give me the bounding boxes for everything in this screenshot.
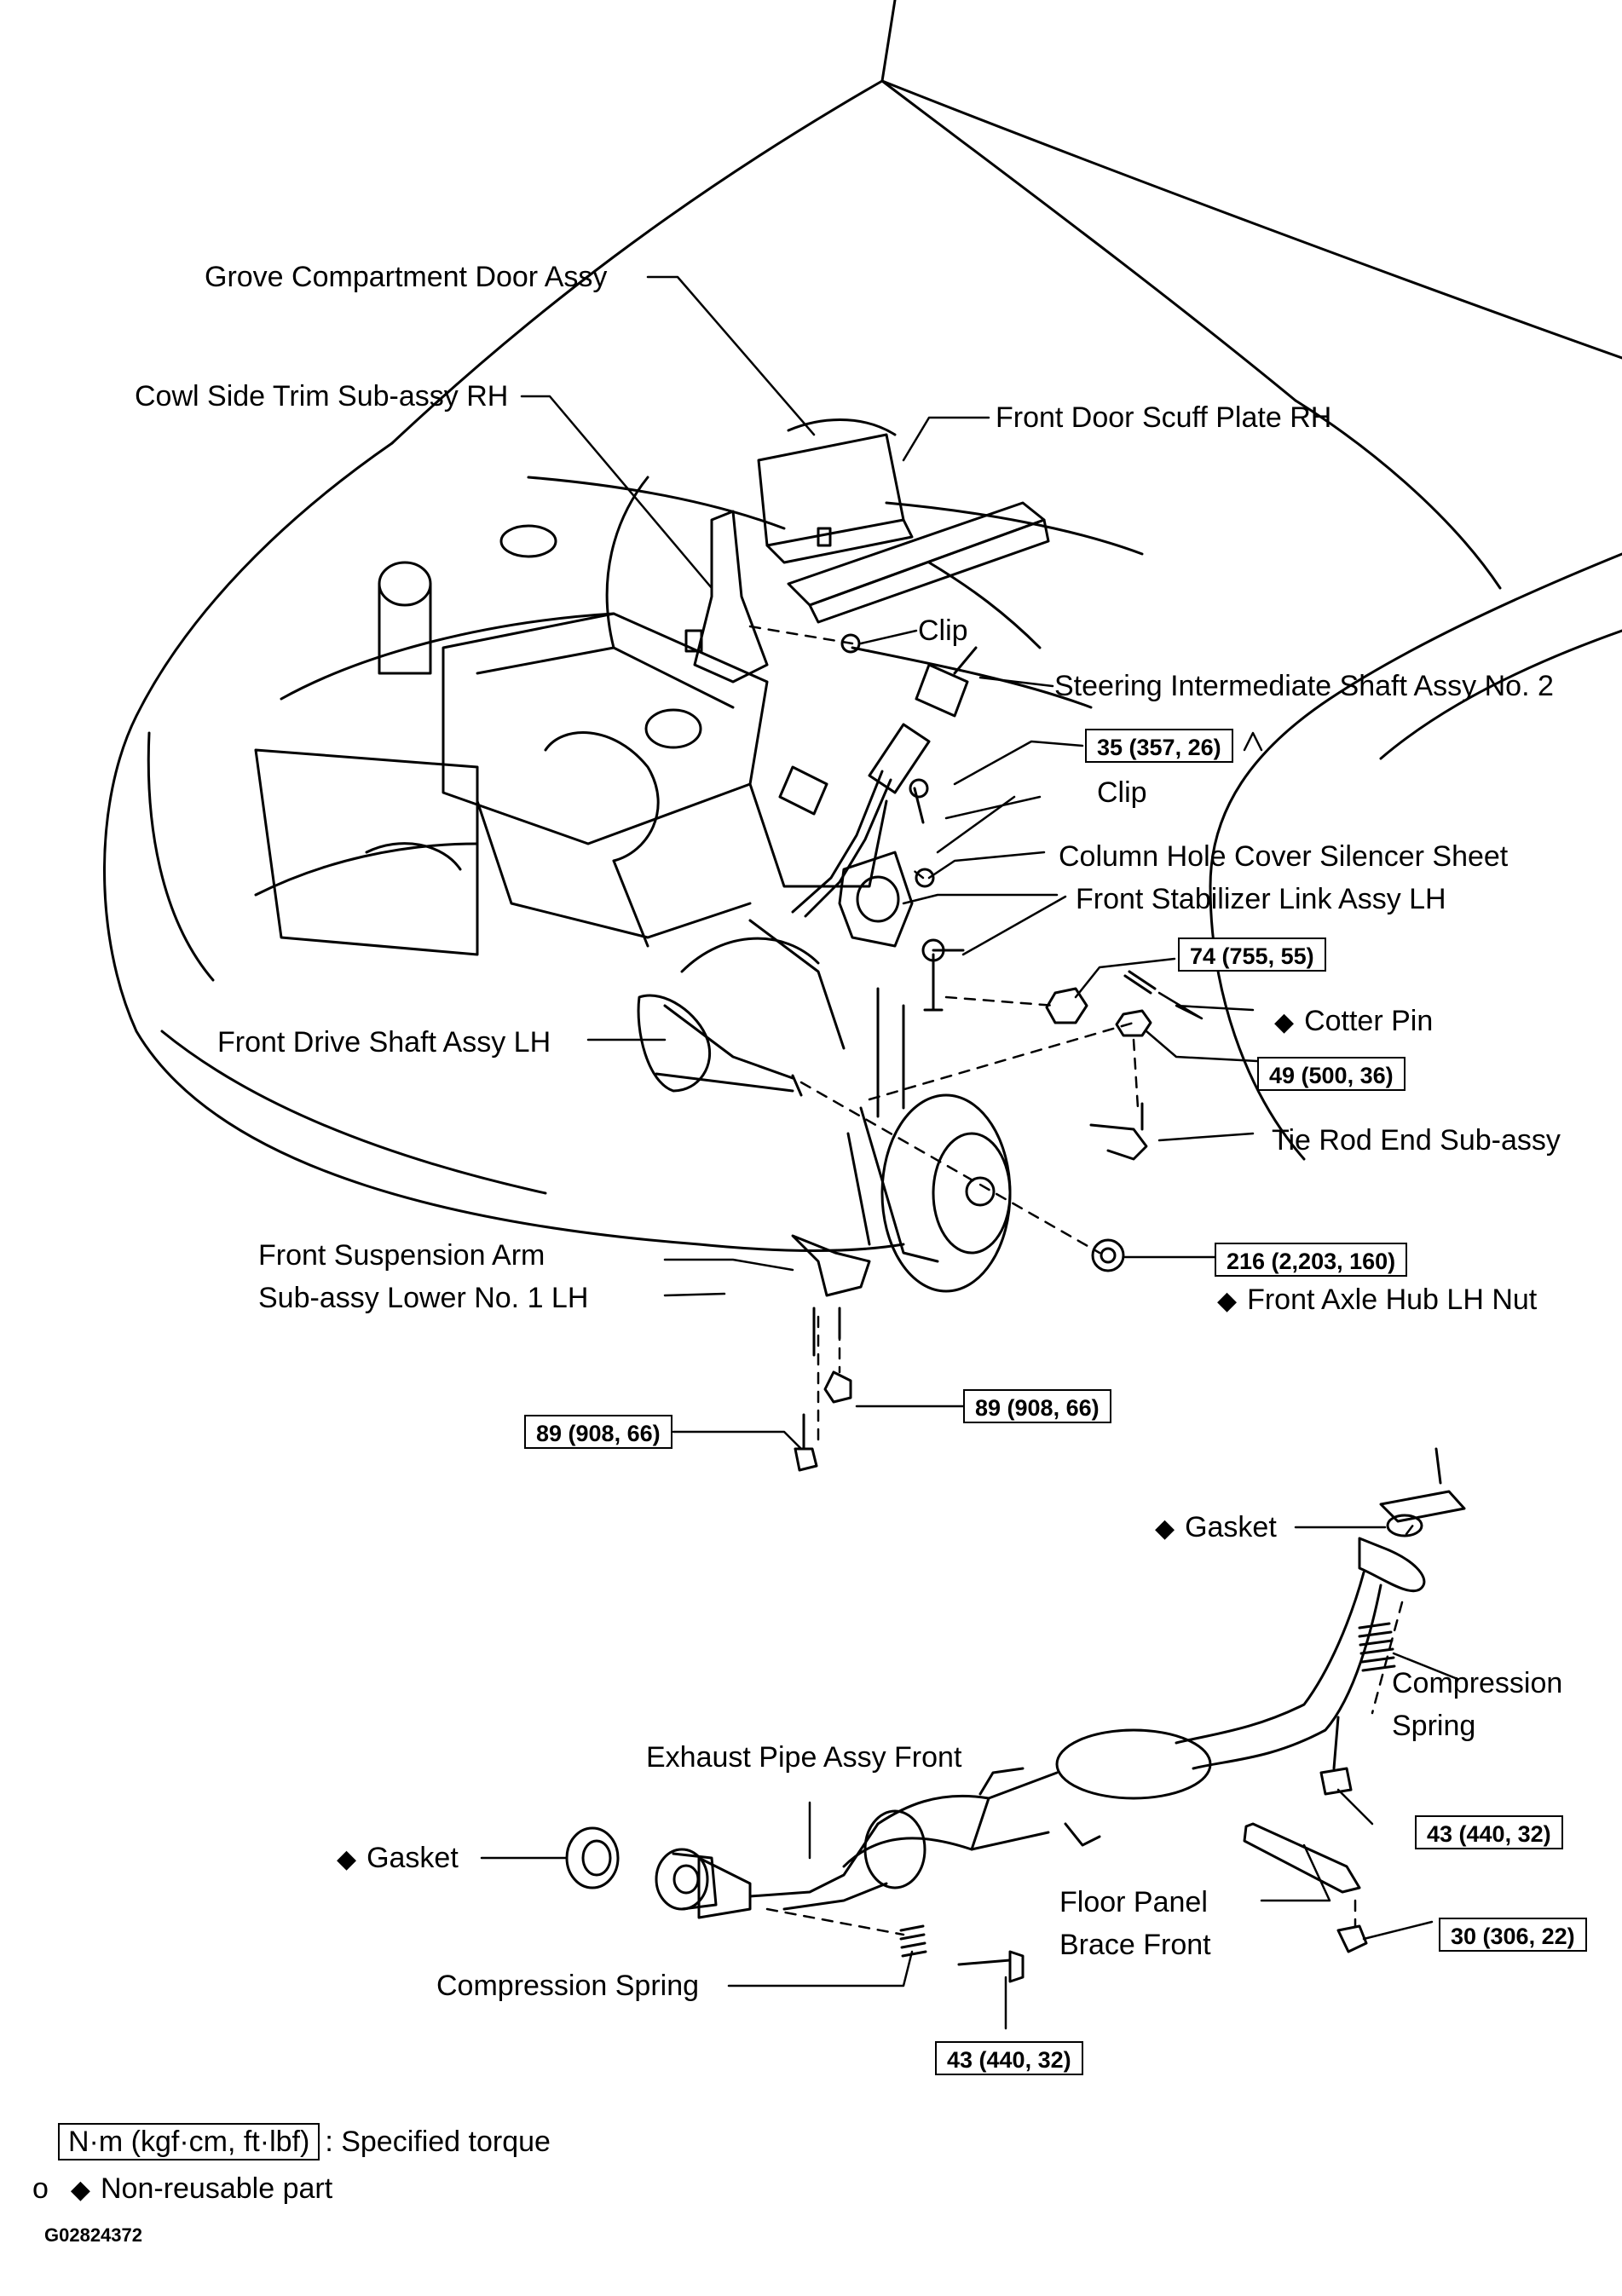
torque-tie-rod-end: 49 (500, 36)	[1257, 1057, 1406, 1091]
stabilizer-link-drawing	[921, 938, 965, 1012]
scuff-plate-drawing	[787, 501, 1050, 624]
label-floor-panel-brace-line2: Brace Front	[1059, 1929, 1211, 1961]
label-tie-rod-end: Tie Rod End Sub-assy	[1272, 1124, 1561, 1157]
torque-arm-nut: 89 (908, 66)	[963, 1389, 1111, 1423]
label-steering-intermediate-shaft: Steering Intermediate Shaft Assy No. 2	[1054, 670, 1554, 702]
steering-intermediate-shaft-drawing	[778, 646, 978, 918]
floor-brace-drawing	[1243, 1822, 1368, 1953]
legend-torque-unit: N·m (kgf·cm, ft·lbf): Specified torque	[58, 2122, 551, 2161]
legend-non-reusable: o ◆ Non-reusable part	[32, 2169, 332, 2210]
non-reusable-mark: ◆	[1217, 1287, 1238, 1315]
nuts-and-pin-drawing	[1045, 970, 1157, 1037]
exhaust-pipe-drawing	[655, 1537, 1426, 1919]
cotter-pin-text: Cotter Pin	[1304, 1005, 1434, 1037]
label-clip-upper: Clip	[918, 614, 968, 647]
label-column-hole-cover: Column Hole Cover Silencer Sheet	[1059, 840, 1509, 873]
vehicle-body-outline	[103, 0, 1622, 1252]
torque-axle-hub-nut: 216 (2,203, 160)	[1215, 1243, 1408, 1277]
label-gasket-upper: ◆ Gasket	[1155, 1510, 1277, 1546]
label-cotter-pin: ◆ Cotter Pin	[1274, 1004, 1433, 1040]
label-compression-spring-upper-line2: Spring	[1392, 1710, 1476, 1742]
gasket-upper-text: Gasket	[1185, 1511, 1277, 1543]
axle-nut-text: Front Axle Hub LH Nut	[1247, 1284, 1538, 1316]
glove-compartment-door-drawing	[757, 418, 914, 564]
non-reusable-mark: ◆	[337, 1845, 357, 1873]
compression-springs-drawing	[899, 1622, 1396, 1958]
legend-unit-box: N·m (kgf·cm, ft·lbf)	[58, 2123, 320, 2160]
non-reusable-mark: ◆	[1155, 1514, 1175, 1543]
label-compression-spring-lower: Compression Spring	[436, 1970, 700, 2002]
clip-drawings	[840, 633, 935, 888]
assembly-dashed-lines	[748, 625, 1421, 1936]
label-gasket-lower: ◆ Gasket	[337, 1841, 459, 1877]
label-floor-panel-brace-line1: Floor Panel	[1059, 1886, 1208, 1918]
torque-spring-bolt-lower: 43 (440, 32)	[935, 2041, 1083, 2075]
drive-shaft-drawing	[637, 994, 803, 1097]
engine-assembly	[365, 524, 888, 1050]
leader-lines	[480, 275, 1459, 2030]
upper-gasket-drawing	[1379, 1447, 1466, 1537]
label-cowl-side-trim: Cowl Side Trim Sub-assy RH	[135, 380, 509, 412]
non-reusable-mark: ◆	[70, 2176, 90, 2204]
tie-rod-end-drawing	[1089, 1102, 1148, 1161]
label-front-stabilizer-link: Front Stabilizer Link Assy LH	[1076, 883, 1446, 915]
torque-steering-shaft: 35 (357, 26)	[1085, 729, 1233, 763]
label-front-door-scuff-plate: Front Door Scuff Plate RH	[996, 401, 1332, 434]
axle-nut-drawing	[1091, 1238, 1125, 1272]
torque-stabilizer-link: 74 (755, 55)	[1178, 937, 1326, 972]
label-front-suspension-arm-line1: Front Suspension Arm	[258, 1239, 545, 1272]
suspension-arm-drawing	[791, 1234, 871, 1472]
label-compression-spring-upper-line1: Compression	[1392, 1667, 1563, 1699]
torque-arm-bolt: 89 (908, 66)	[524, 1415, 672, 1449]
figure-id: G02824372	[44, 2224, 142, 2246]
label-glove-compartment-door: Grove Compartment Door Assy	[205, 261, 608, 293]
column-hole-cover-drawing	[838, 851, 914, 948]
spring-bolts-drawing	[957, 1716, 1353, 1983]
label-front-drive-shaft: Front Drive Shaft Assy LH	[217, 1026, 551, 1059]
label-front-axle-hub-nut: ◆ Front Axle Hub LH Nut	[1217, 1283, 1537, 1318]
lower-gasket-drawing	[565, 1826, 620, 1889]
label-exhaust-pipe-front: Exhaust Pipe Assy Front	[646, 1741, 962, 1774]
non-reusable-mark: ◆	[1274, 1008, 1295, 1036]
legend-non-reusable-text: Non-reusable part	[101, 2172, 333, 2205]
legend-bullet: o	[32, 2172, 49, 2205]
gasket-lower-text: Gasket	[367, 1842, 459, 1874]
legend-unit-text: : Specified torque	[325, 2126, 551, 2158]
torque-spring-bolt-upper: 43 (440, 32)	[1415, 1815, 1563, 1849]
cowl-side-trim-drawing	[684, 510, 769, 684]
label-clip-lower: Clip	[1097, 776, 1147, 809]
torque-floor-brace-nut: 30 (306, 22)	[1439, 1918, 1587, 1952]
label-front-suspension-arm-line2: Sub-assy Lower No. 1 LH	[258, 1282, 589, 1314]
hub-and-knuckle-drawing	[846, 987, 1012, 1293]
